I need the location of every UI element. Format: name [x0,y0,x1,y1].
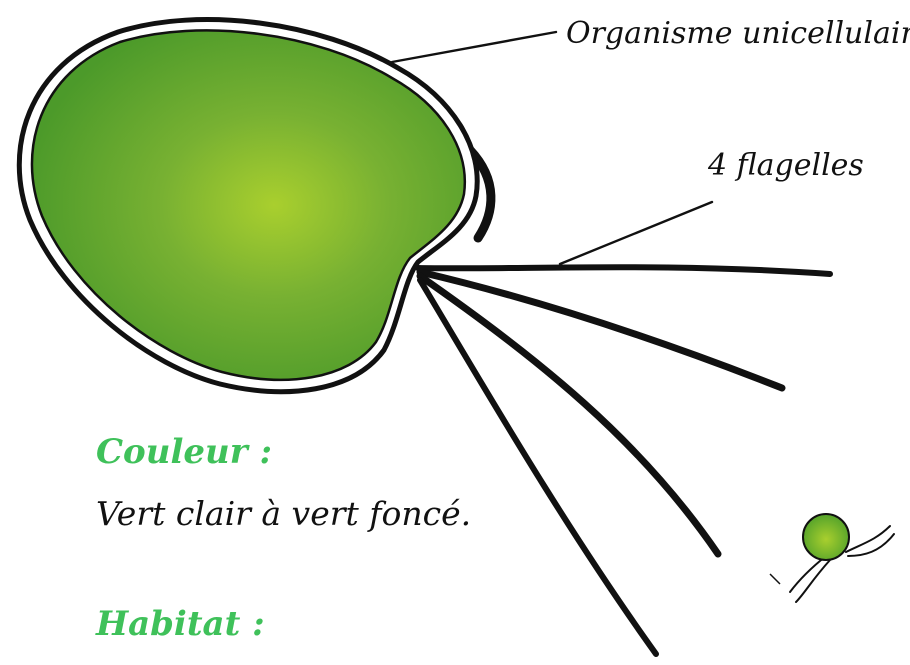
organism-label: Organisme unicellulaire [566,16,910,51]
mini-cell [770,514,894,602]
color-description: Vert clair à vert foncé. [96,494,471,533]
habitat-heading: Habitat : [96,604,265,644]
flagella-leader-line [560,202,712,264]
cell-body [19,20,491,392]
flagellum-1 [418,267,830,274]
flagella-label: 4 flagelles [708,148,864,183]
color-heading: Couleur : [96,432,272,472]
cell-inner-fill [32,30,465,379]
organism-leader-line [392,32,556,62]
flagella [418,267,830,654]
flagellum-4 [420,280,656,654]
